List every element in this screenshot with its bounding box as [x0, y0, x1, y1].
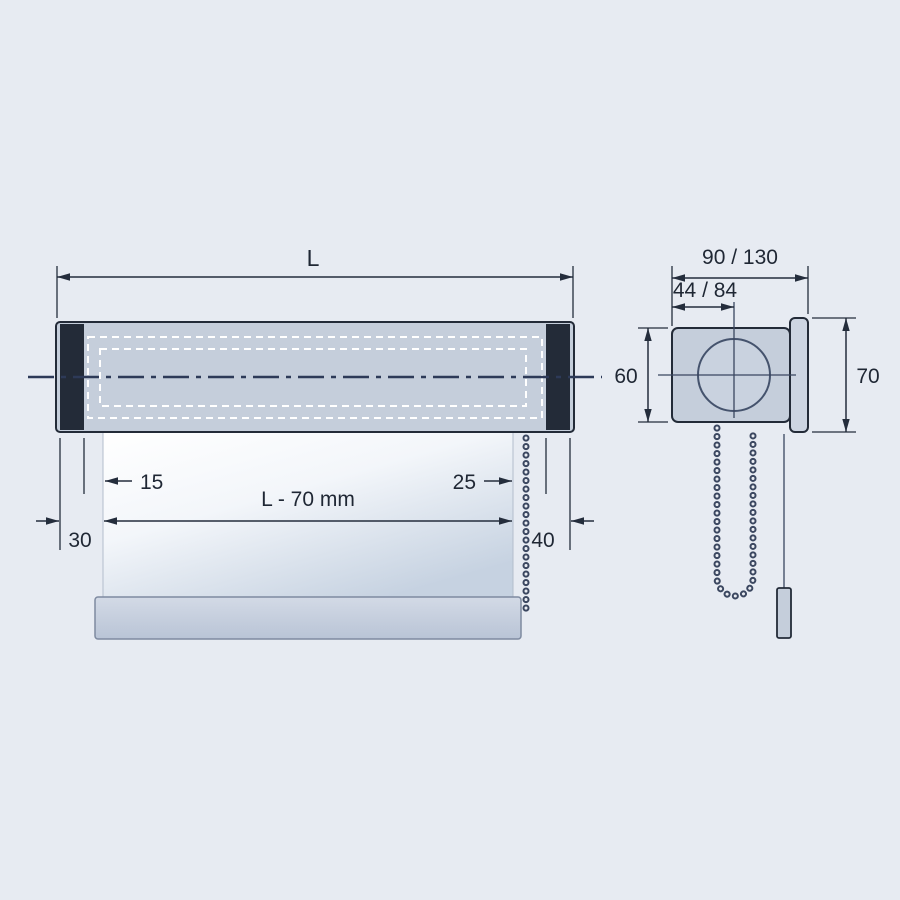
- front-view: L 15 25 L - 70 mm 30: [28, 245, 602, 640]
- dim-label-fabric-width: L - 70 mm: [261, 488, 355, 511]
- chain-loop: [713, 424, 757, 600]
- dim-label-60: 60: [614, 365, 637, 388]
- dimension-left-bracket-offset: 15: [105, 471, 163, 494]
- chain-weight: [776, 587, 792, 639]
- lower-extension-lines: [59, 438, 571, 550]
- dim-label-70: 70: [856, 365, 879, 388]
- dimension-inner-depth: 44 / 84: [672, 279, 738, 311]
- tube-outline-inner: [99, 348, 527, 407]
- dim-label-15: 15: [140, 471, 163, 494]
- fabric-panel: [102, 431, 514, 598]
- bottom-bar: [94, 596, 522, 640]
- dim-label-total-width: L: [307, 245, 320, 271]
- dimension-right-bracket-offset: 25: [453, 471, 512, 494]
- dimension-fabric-width: L - 70 mm: [104, 488, 512, 525]
- dimension-total-width: L: [56, 245, 574, 318]
- dim-label-40: 40: [531, 529, 554, 552]
- dim-label-30: 30: [68, 529, 91, 552]
- dimension-end-plate-height: 70: [812, 317, 880, 433]
- dimension-bracket-height: 60: [614, 327, 668, 423]
- dim-label-25: 25: [453, 471, 476, 494]
- dim-label-depth: 90 / 130: [702, 246, 778, 269]
- chain-loop-bead-centers: [715, 426, 755, 598]
- dimension-right-edge-offset: 40: [531, 517, 594, 552]
- side-view: 90 / 130 44 / 84 60 70: [614, 246, 880, 639]
- dim-label-inner-depth: 44 / 84: [673, 279, 738, 302]
- dimension-left-edge-offset: 30: [36, 517, 92, 552]
- dimension-depth: 90 / 130: [671, 246, 809, 326]
